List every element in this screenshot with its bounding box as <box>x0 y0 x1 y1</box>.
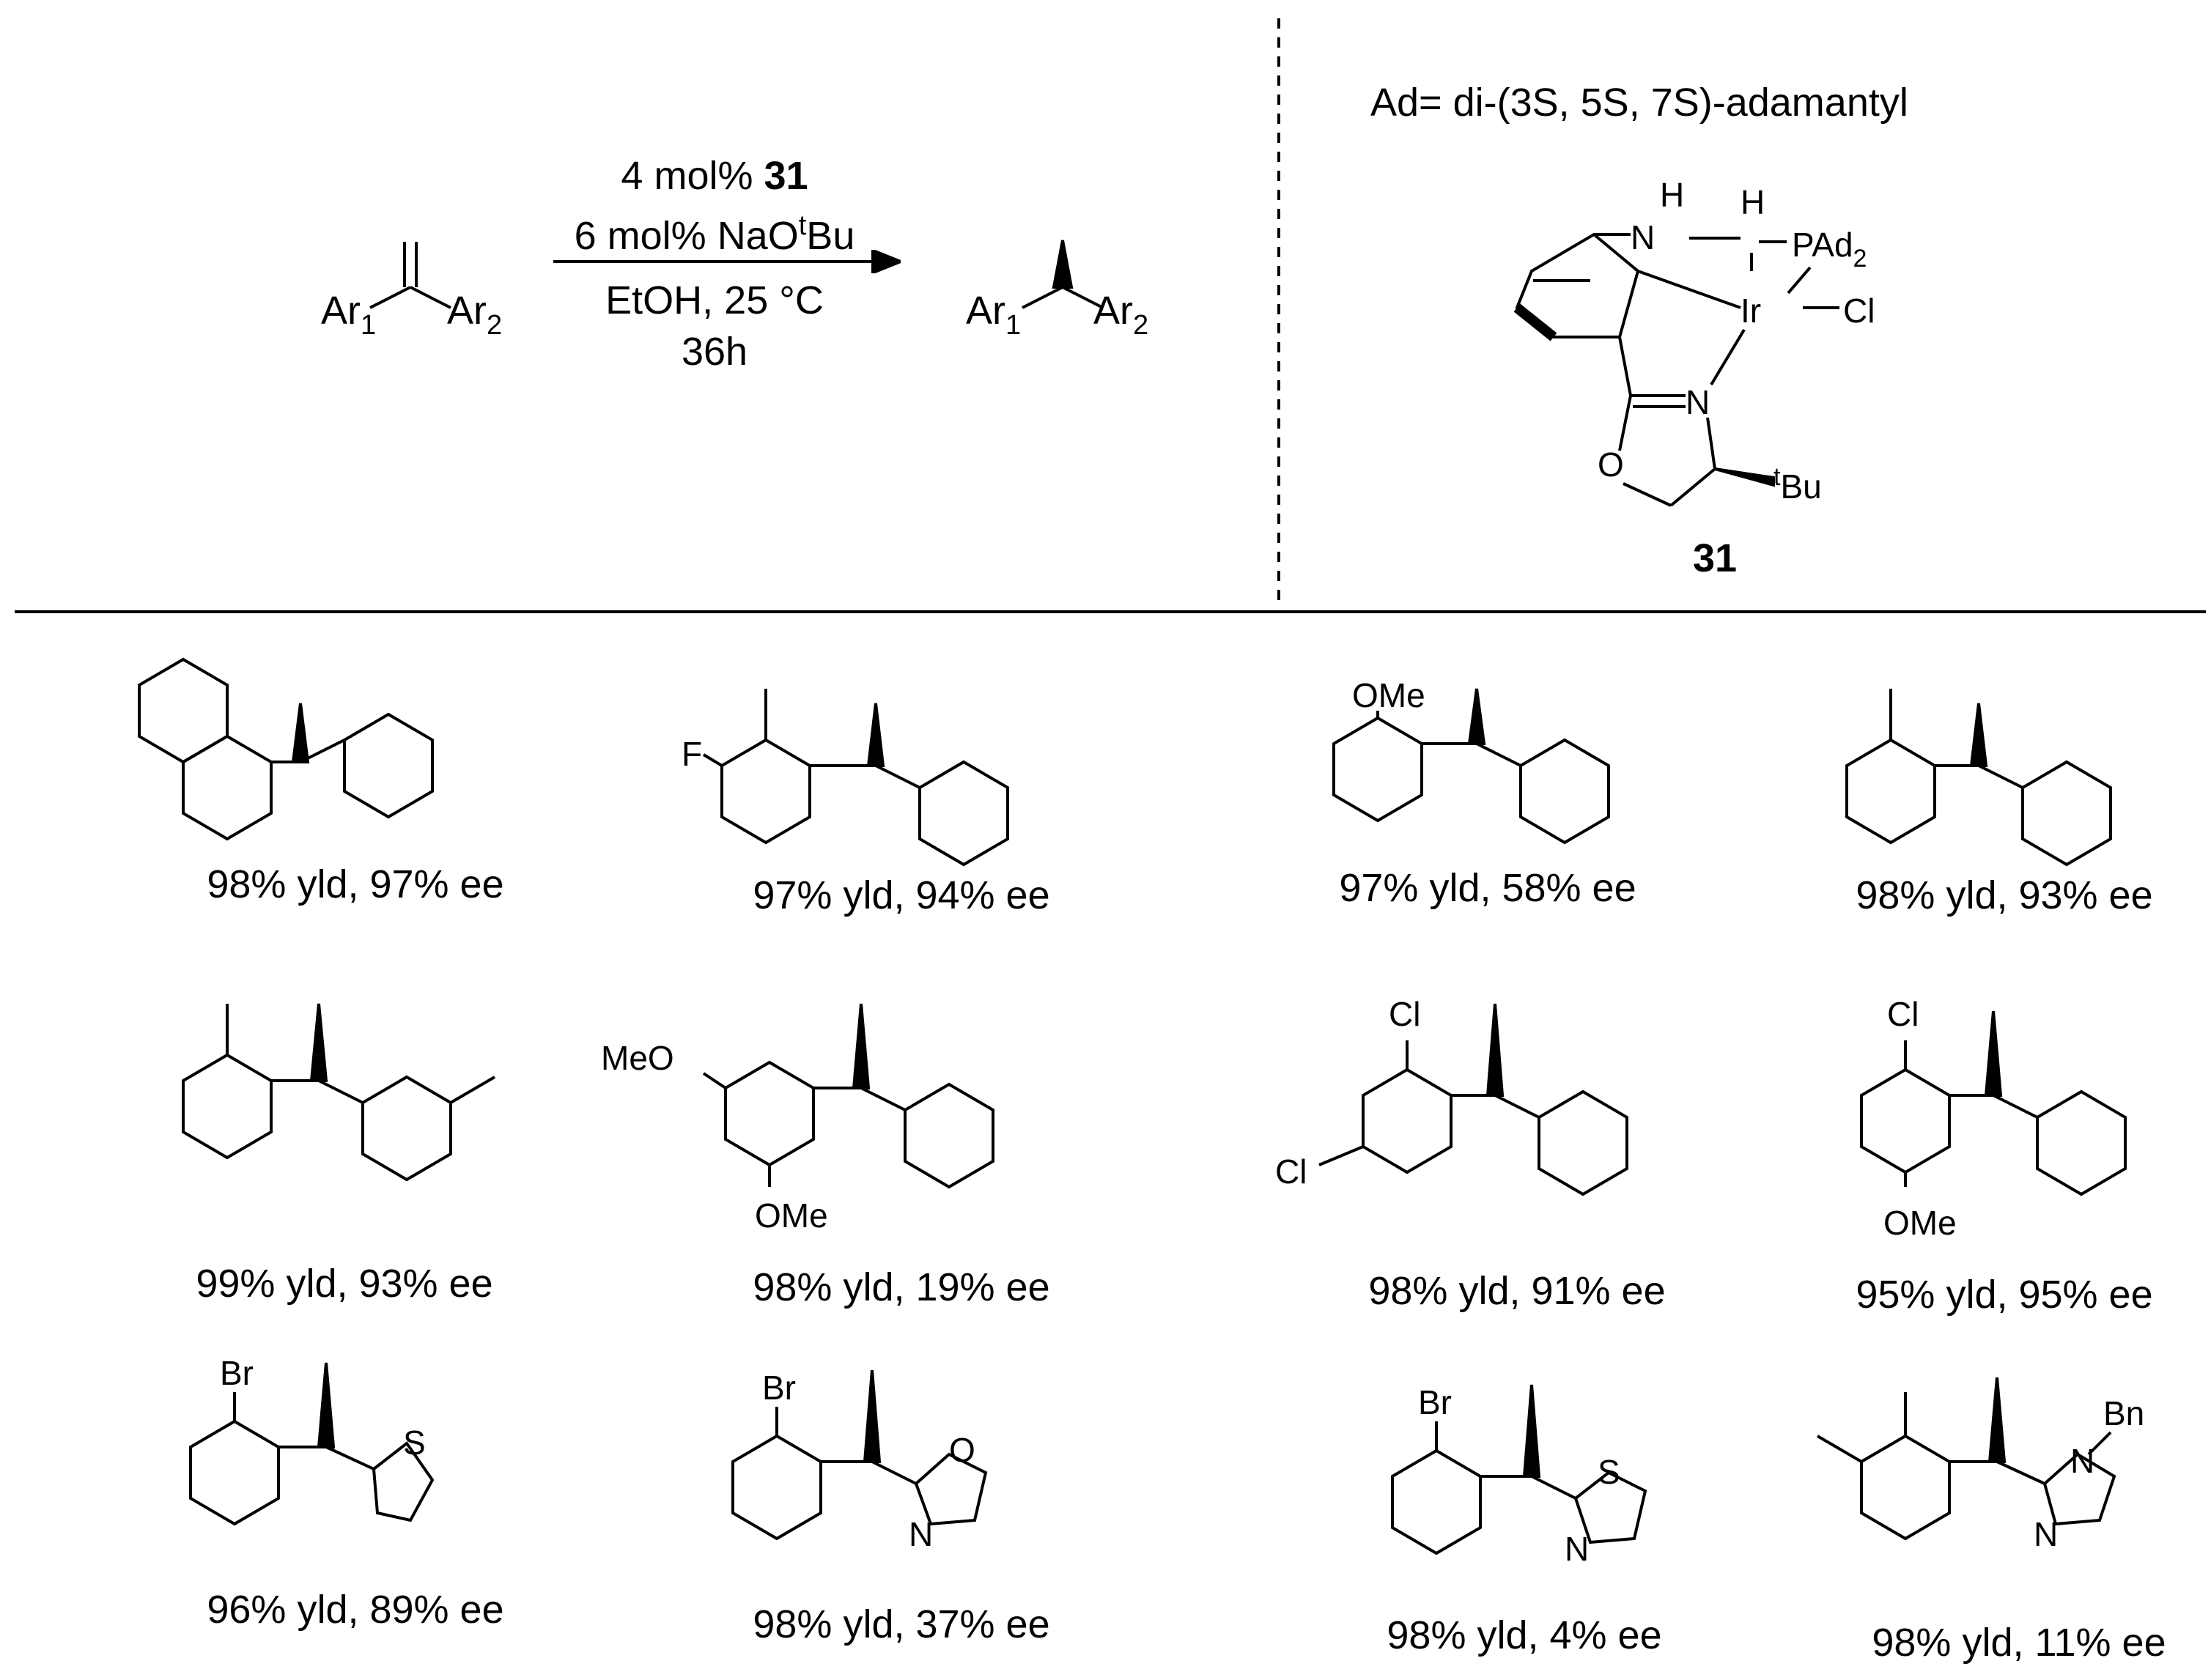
product-10-atom-o: O <box>949 1431 975 1469</box>
product-10-atom-n: N <box>909 1515 933 1553</box>
product-11-atom-br: Br <box>1418 1383 1452 1421</box>
catalyst-atom-ir: Ir <box>1741 292 1761 330</box>
product-12-atom-n2: N <box>2034 1515 2058 1553</box>
condition-time: 36h <box>682 330 748 374</box>
result-1: 98% yld, 97% ee <box>207 862 503 906</box>
product-2-structure <box>702 689 1009 867</box>
product-6-structure <box>702 1003 994 1189</box>
catalyst-atom-n2: N <box>1686 383 1710 421</box>
product-structure <box>1022 240 1104 309</box>
catalyst-atom-h1: H <box>1660 176 1684 214</box>
product-10-structure <box>731 1369 988 1541</box>
substrate-ar2: Ar2 <box>447 289 502 341</box>
product-5-structure <box>182 1003 496 1182</box>
product-11-structure <box>1391 1384 1647 1555</box>
catalyst-atom-n1: N <box>1631 218 1655 256</box>
condition-catalyst-loading: 4 mol% 31 <box>621 154 808 198</box>
catalyst-structure <box>1513 232 1839 507</box>
result-9: 96% yld, 89% ee <box>207 1588 503 1632</box>
product-11-atom-s: S <box>1598 1453 1620 1491</box>
product-8-structure <box>1860 1010 2127 1196</box>
catalyst-atom-p: PAd2 <box>1792 226 1867 273</box>
product-6-atom-meo: MeO <box>601 1039 674 1077</box>
product-12-structure <box>1816 1377 2116 1541</box>
result-2: 97% yld, 94% ee <box>753 873 1049 917</box>
product-10-atom-br: Br <box>762 1369 796 1407</box>
result-7: 98% yld, 91% ee <box>1368 1269 1665 1313</box>
result-11: 98% yld, 4% ee <box>1387 1613 1661 1657</box>
result-4: 98% yld, 93% ee <box>1856 873 2152 917</box>
condition-base: 6 mol% NaOtBu <box>575 210 855 258</box>
substrate-ar1: Ar1 <box>321 289 376 341</box>
result-8: 95% yld, 95% ee <box>1856 1273 2152 1317</box>
product-8-atom-ome: OMe <box>1883 1204 1957 1242</box>
result-12: 98% yld, 11% ee <box>1872 1621 2166 1665</box>
adamantyl-definition: Ad= di-(3S, 5S, 7S)-adamantyl <box>1370 81 1908 125</box>
product-6-atom-ome: OMe <box>755 1196 828 1235</box>
condition-solvent: EtOH, 25 °C <box>605 278 824 322</box>
catalyst-atom-h2: H <box>1741 183 1765 221</box>
product-3-atom-ome: OMe <box>1352 676 1425 714</box>
result-3: 97% yld, 58% ee <box>1339 866 1636 910</box>
product-ar1: Ar1 <box>966 289 1021 341</box>
result-5: 99% yld, 93% ee <box>196 1262 492 1306</box>
product-7-atom-cl-bottom: Cl <box>1275 1152 1307 1191</box>
product-12-atom-bn: Bn <box>2103 1394 2144 1432</box>
result-6: 98% yld, 19% ee <box>753 1265 1049 1309</box>
product-12-atom-n1: N <box>2070 1442 2094 1480</box>
product-2-atom-f: F <box>682 735 702 773</box>
product-1-structure <box>138 657 434 841</box>
product-ar2: Ar2 <box>1093 289 1148 341</box>
product-9-atom-br: Br <box>220 1354 254 1392</box>
product-4-structure <box>1845 689 2112 867</box>
catalyst-atom-cl: Cl <box>1843 292 1875 330</box>
catalyst-label: 31 <box>1693 536 1737 580</box>
result-10: 98% yld, 37% ee <box>753 1602 1049 1646</box>
product-3-structure <box>1332 688 1610 845</box>
product-8-atom-cl: Cl <box>1887 995 1919 1033</box>
catalyst-atom-o: O <box>1598 445 1624 484</box>
product-7-atom-cl-top: Cl <box>1389 995 1420 1033</box>
product-7-structure <box>1318 1003 1628 1196</box>
product-9-structure <box>189 1362 435 1526</box>
product-9-atom-s: S <box>403 1424 426 1462</box>
product-11-atom-n: N <box>1565 1530 1589 1568</box>
substrate-structure <box>369 242 451 309</box>
catalyst-atom-tbu: tBu <box>1773 463 1822 506</box>
